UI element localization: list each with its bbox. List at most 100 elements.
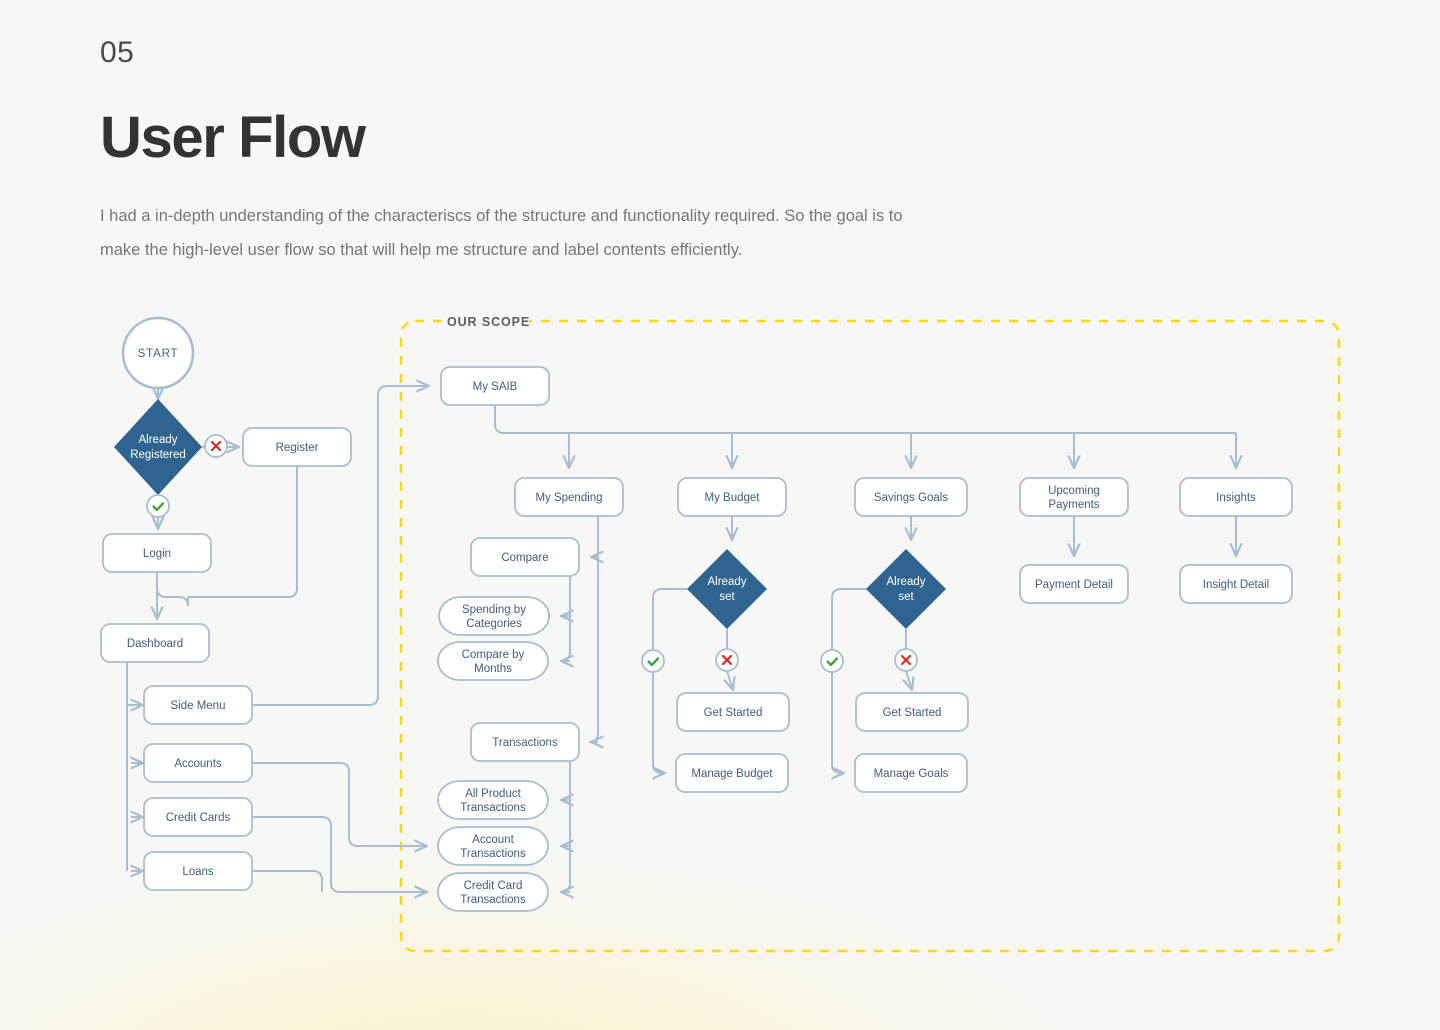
edge-goals-no-get-started	[906, 670, 912, 690]
node-transactions-label: Transactions	[492, 737, 558, 749]
node-budget-already-set-label-line2: set	[719, 591, 735, 603]
node-manage-goals[interactable]: Manage Goals	[854, 753, 968, 793]
node-compare-by-months[interactable]: Compare by Months	[437, 641, 549, 681]
node-dashboard-label: Dashboard	[127, 638, 183, 650]
edge-register-dashboard	[188, 466, 298, 598]
node-credit-card-transactions-label-line2: Transactions	[460, 894, 526, 906]
node-login[interactable]: Login	[102, 533, 212, 573]
node-transactions[interactable]: Transactions	[470, 722, 580, 762]
node-my-budget[interactable]: My Budget	[677, 477, 787, 517]
node-already-registered[interactable]: Already Registered	[114, 399, 202, 495]
node-compare-label: Compare	[501, 552, 548, 564]
node-my-saib-label: My SAIB	[473, 381, 518, 393]
node-all-product-transactions-label-line1: All Product	[465, 788, 521, 800]
flow-nodes: START Already Registered Register Login	[100, 316, 1293, 912]
edge-budget-no-get-started	[727, 670, 733, 690]
node-accounts[interactable]: Accounts	[143, 743, 253, 783]
node-payment-detail-label: Payment Detail	[1035, 579, 1113, 591]
node-compare[interactable]: Compare	[470, 537, 580, 577]
node-credit-card-transactions-label-line1: Credit Card	[464, 880, 523, 892]
node-manage-budget[interactable]: Manage Budget	[675, 753, 789, 793]
node-my-budget-label: My Budget	[705, 492, 761, 504]
no-badge-goals-get-started	[894, 648, 918, 672]
node-spending-by-categories-label-line2: Categories	[466, 618, 522, 630]
node-insights-label: Insights	[1216, 492, 1256, 504]
node-accounts-label: Accounts	[174, 758, 222, 770]
node-budget-already-set[interactable]: Already set	[687, 549, 767, 629]
page-header: 05 User Flow I had a in-depth understand…	[100, 36, 1000, 283]
edge-goals-yes-stub	[831, 588, 866, 650]
scope-label: OUR SCOPE	[447, 315, 530, 329]
node-account-transactions[interactable]: Account Transactions	[437, 826, 549, 866]
edge-side-menu-my-saib	[252, 386, 429, 706]
yes-badge-manage-budget	[641, 649, 665, 673]
check-icon	[152, 502, 165, 512]
node-start[interactable]: START	[121, 316, 195, 390]
node-goals-get-started-label: Get Started	[883, 707, 942, 719]
node-register[interactable]: Register	[242, 427, 352, 467]
node-my-saib[interactable]: My SAIB	[440, 366, 550, 406]
node-already-registered-label-line2: Registered	[130, 449, 186, 461]
node-insight-detail[interactable]: Insight Detail	[1179, 564, 1293, 604]
node-all-product-transactions-label-line2: Transactions	[460, 802, 526, 814]
node-my-spending[interactable]: My Spending	[514, 477, 624, 517]
node-compare-by-months-label-line1: Compare by	[462, 649, 525, 661]
flow-edges	[126, 386, 429, 892]
node-dashboard[interactable]: Dashboard	[100, 623, 210, 663]
cross-icon	[210, 440, 222, 452]
node-credit-cards-label: Credit Cards	[166, 812, 231, 824]
node-payment-detail[interactable]: Payment Detail	[1019, 564, 1129, 604]
node-savings-goals[interactable]: Savings Goals	[854, 477, 968, 517]
node-side-menu[interactable]: Side Menu	[143, 685, 253, 725]
node-manage-goals-label: Manage Goals	[874, 768, 949, 780]
node-register-label: Register	[276, 442, 319, 454]
edge-compare-spine	[560, 576, 571, 662]
node-budget-get-started[interactable]: Get Started	[676, 692, 790, 732]
edge-loans-transactions-bus	[252, 870, 323, 892]
section-number: 05	[100, 36, 135, 69]
edge-goals-yes-manage	[831, 672, 844, 773]
node-loans-label: Loans	[182, 866, 214, 878]
edge-credit-cards-credit-card-transactions	[252, 816, 427, 892]
edge-transactions-spine	[560, 761, 571, 893]
edge-accounts-account-transactions	[252, 762, 427, 846]
scope-boundary: OUR SCOPE	[399, 312, 1341, 953]
node-spending-by-categories-label-line1: Spending by	[462, 604, 526, 616]
node-upcoming-payments-label-line1: Upcoming	[1048, 485, 1100, 497]
node-account-transactions-label-line2: Transactions	[460, 848, 526, 860]
node-login-label: Login	[143, 548, 171, 560]
node-account-transactions-label-line1: Account	[472, 834, 514, 846]
node-goals-get-started[interactable]: Get Started	[855, 692, 969, 732]
edge-budget-yes-stub	[652, 588, 687, 650]
no-badge-register	[204, 434, 228, 458]
edge-my-saib-bus	[494, 405, 1236, 434]
node-credit-card-transactions[interactable]: Credit Card Transactions	[437, 872, 549, 912]
node-all-product-transactions[interactable]: All Product Transactions	[437, 780, 549, 820]
node-goals-already-set[interactable]: Already set	[866, 549, 946, 629]
node-loans[interactable]: Loans	[143, 851, 253, 891]
yes-badge-login	[146, 494, 170, 518]
page-description: I had a in-depth understanding of the ch…	[100, 206, 903, 259]
node-budget-already-set-label-line1: Already	[708, 576, 747, 588]
node-savings-goals-label: Savings Goals	[874, 492, 948, 504]
node-spending-by-categories[interactable]: Spending by Categories	[438, 596, 550, 636]
node-already-registered-label-line1: Already	[139, 434, 178, 446]
node-insights[interactable]: Insights	[1179, 477, 1293, 517]
cross-icon	[721, 654, 733, 666]
node-upcoming-payments-label-line2: Payments	[1048, 499, 1099, 511]
node-my-spending-label: My Spending	[535, 492, 602, 504]
decision-badges	[146, 434, 918, 673]
no-badge-budget-get-started	[715, 648, 739, 672]
node-insight-detail-label: Insight Detail	[1203, 579, 1269, 591]
cross-icon	[900, 654, 912, 666]
node-goals-already-set-label-line1: Already	[887, 576, 926, 588]
check-icon	[647, 657, 660, 667]
page-title: User Flow	[100, 104, 366, 170]
node-credit-cards[interactable]: Credit Cards	[143, 797, 253, 837]
node-compare-by-months-label-line2: Months	[474, 663, 512, 675]
yes-badge-manage-goals	[820, 649, 844, 673]
node-upcoming-payments[interactable]: Upcoming Payments	[1019, 477, 1129, 517]
